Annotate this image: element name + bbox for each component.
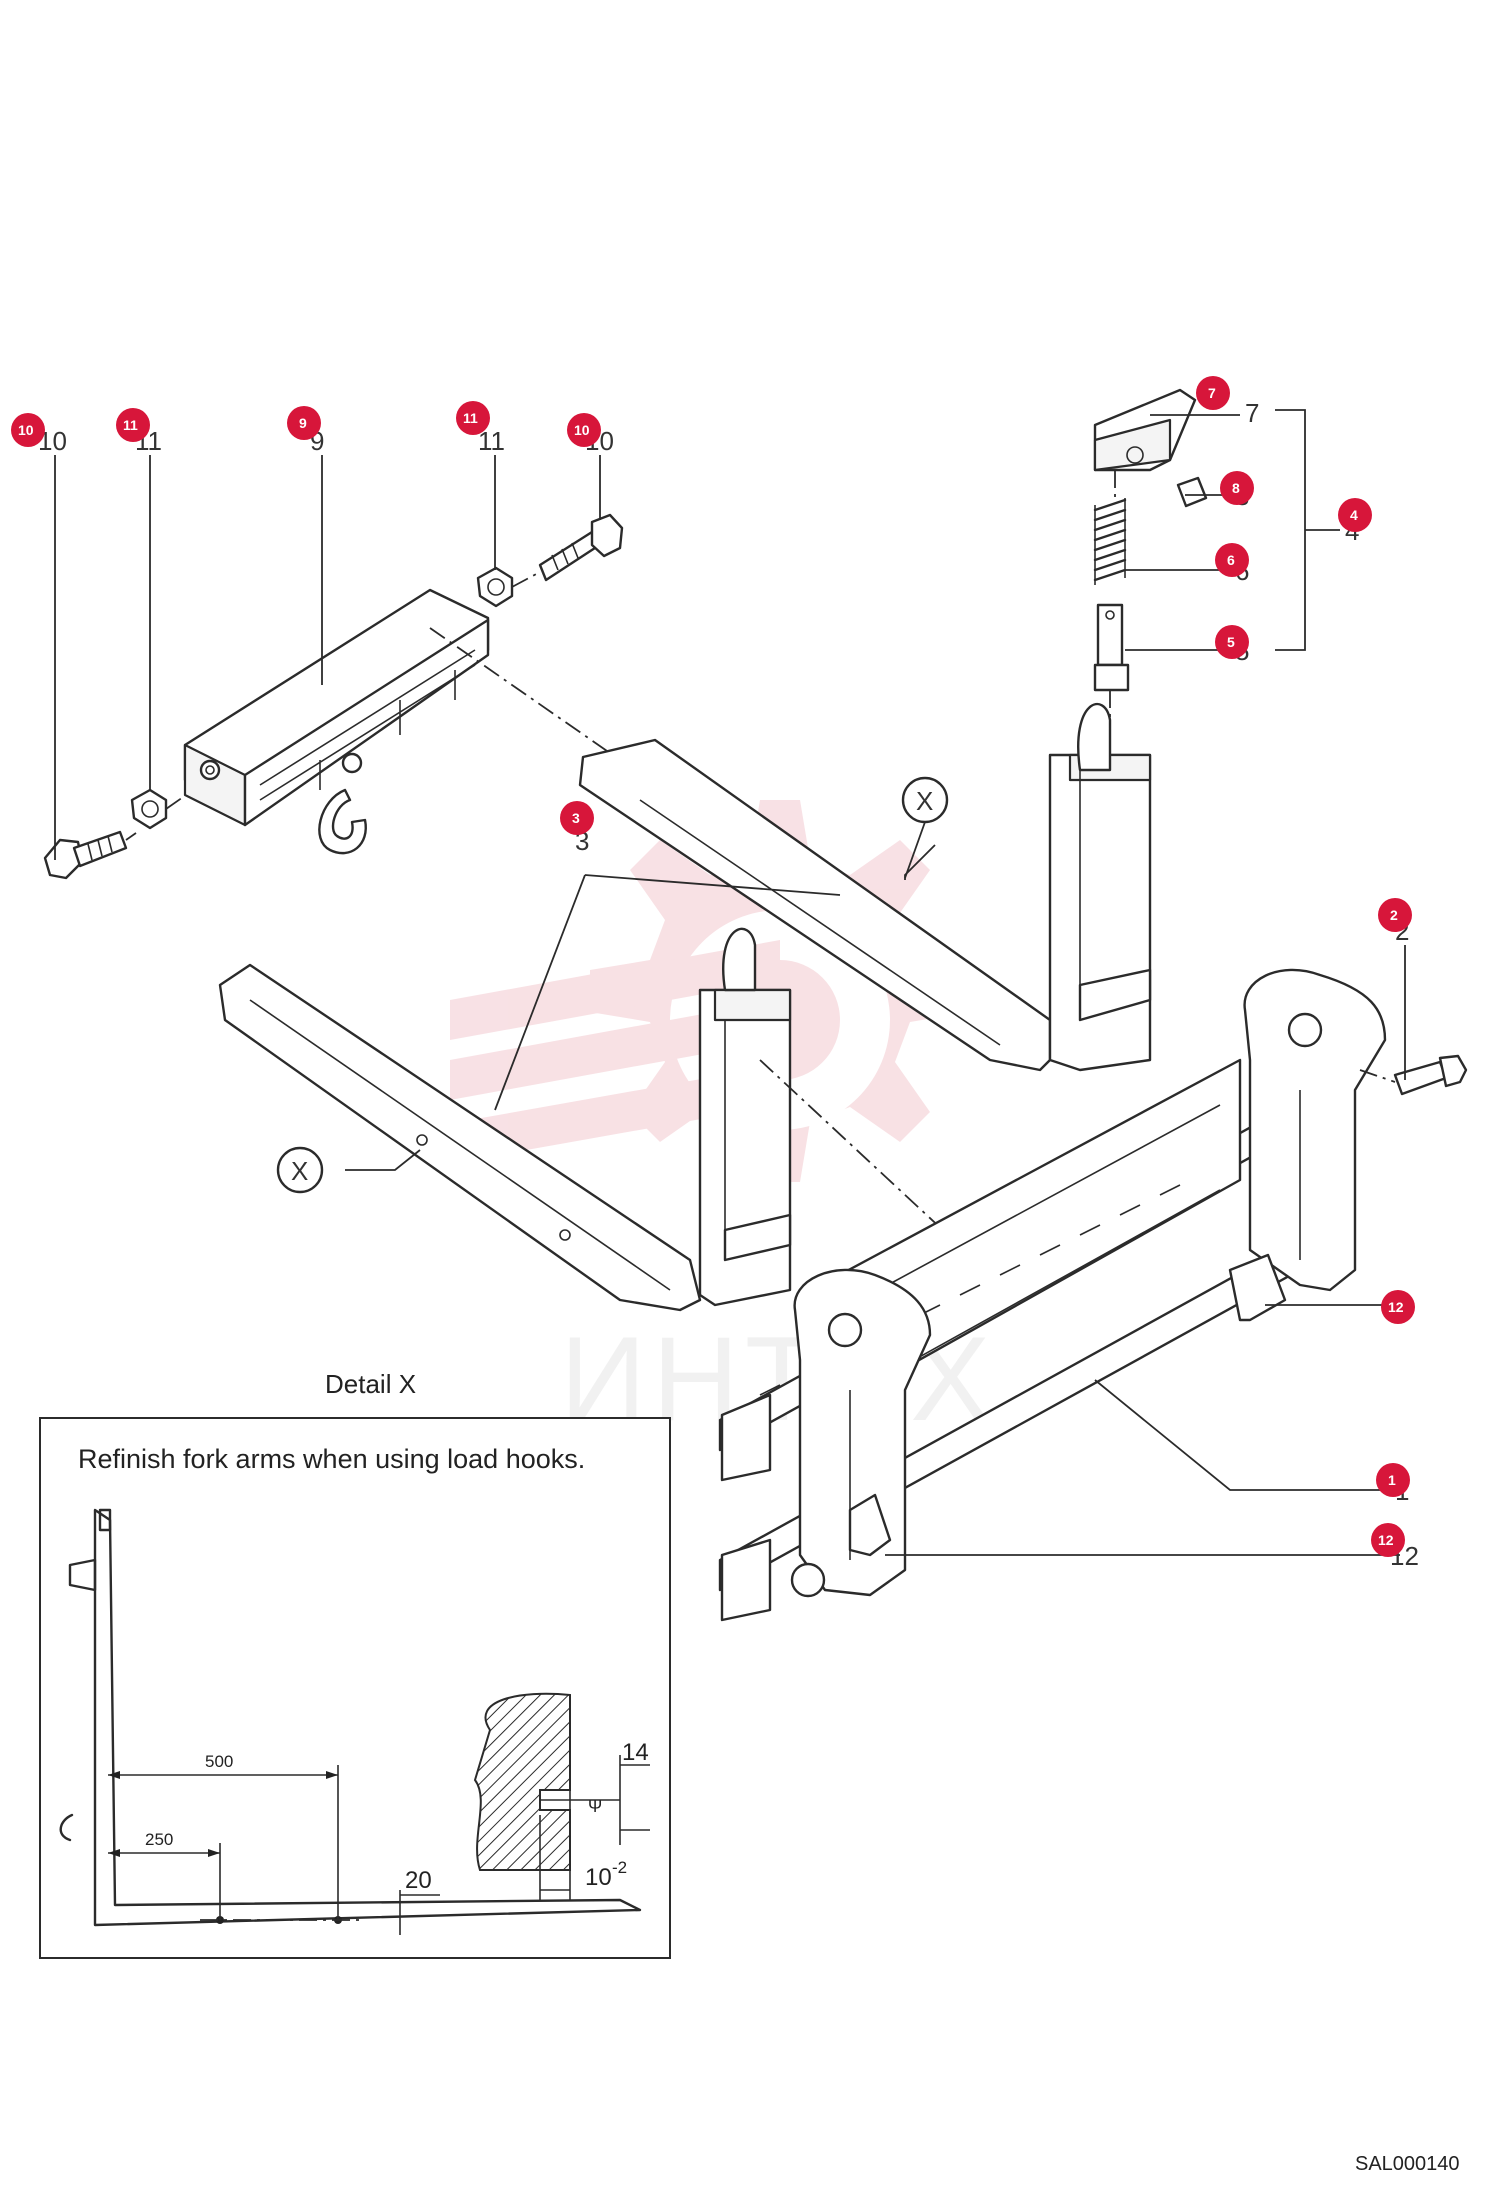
callout-9[interactable]: 9 bbox=[287, 406, 321, 440]
carriage-frame bbox=[718, 968, 1468, 1622]
dim-surface: Ψ bbox=[588, 1797, 602, 1816]
svg-text:11: 11 bbox=[463, 410, 478, 426]
svg-text:9: 9 bbox=[299, 415, 307, 431]
dim-10: 10 bbox=[585, 1864, 612, 1891]
detail-frame bbox=[39, 1417, 671, 1959]
callouts: 10 11 9 11 10 7 8 6 5 4 3 2 12 1 12 bbox=[11, 376, 1415, 1557]
svg-text:8: 8 bbox=[1232, 480, 1240, 496]
callout-3[interactable]: 3 bbox=[560, 801, 594, 835]
spring bbox=[1093, 498, 1127, 585]
callout-6[interactable]: 6 bbox=[1215, 543, 1249, 577]
bolt-right bbox=[538, 513, 624, 582]
bolt-left bbox=[43, 830, 128, 880]
fork-arm-lower bbox=[218, 927, 792, 1312]
dim-10-tolerance: -2 bbox=[612, 1858, 627, 1877]
svg-text:10: 10 bbox=[574, 422, 590, 438]
callout-12-lower[interactable]: 12 bbox=[1371, 1523, 1405, 1557]
callout-8[interactable]: 8 bbox=[1220, 471, 1254, 505]
svg-text:6: 6 bbox=[1227, 552, 1235, 568]
nut-left bbox=[130, 788, 168, 830]
detail-marker-upper-label: X bbox=[916, 786, 933, 816]
svg-text:7: 7 bbox=[1208, 385, 1216, 401]
svg-text:11: 11 bbox=[123, 417, 138, 433]
svg-text:3: 3 bbox=[572, 810, 580, 826]
part-number-7: 7 bbox=[1245, 398, 1259, 428]
detail-marker-upper: X bbox=[901, 776, 949, 879]
detail-marker-lower-label: X bbox=[291, 1156, 308, 1186]
callout-1[interactable]: 1 bbox=[1376, 1463, 1410, 1497]
svg-text:2: 2 bbox=[1390, 907, 1398, 923]
callout-10-left[interactable]: 10 bbox=[11, 413, 45, 447]
callout-11-right[interactable]: 11 bbox=[456, 401, 490, 435]
dim-14: 14 bbox=[622, 1739, 649, 1766]
section-hatch bbox=[473, 1692, 571, 1871]
document-code: SAL000140 bbox=[1355, 2153, 1460, 2175]
svg-text:5: 5 bbox=[1227, 634, 1235, 650]
callout-5[interactable]: 5 bbox=[1215, 625, 1249, 659]
nut-right bbox=[476, 566, 514, 608]
leader-lines bbox=[54, 409, 1406, 1556]
dim-20: 20 bbox=[405, 1867, 432, 1894]
detail-marker-lower: X bbox=[276, 1146, 324, 1194]
fork-arm-upper bbox=[578, 702, 1152, 1072]
detail-note: Refinish fork arms when using load hooks… bbox=[78, 1444, 585, 1474]
detail-title: Detail X bbox=[325, 1369, 416, 1399]
svg-text:12: 12 bbox=[1388, 1299, 1404, 1315]
callout-10-right[interactable]: 10 bbox=[567, 413, 601, 447]
dim-500: 500 bbox=[205, 1752, 233, 1771]
callout-11-left[interactable]: 11 bbox=[116, 408, 150, 442]
callout-2[interactable]: 2 bbox=[1378, 898, 1412, 932]
svg-text:10: 10 bbox=[18, 422, 34, 438]
load-hook-assembly bbox=[43, 513, 624, 880]
svg-text:12: 12 bbox=[1378, 1532, 1394, 1548]
svg-text:1: 1 bbox=[1388, 1472, 1396, 1488]
detail-x-panel: Detail X Refinish fork arms when using l… bbox=[39, 1369, 671, 1959]
svg-text:4: 4 bbox=[1350, 507, 1358, 523]
locking-pin-assembly bbox=[1093, 388, 1208, 725]
callout-4[interactable]: 4 bbox=[1338, 498, 1372, 532]
callout-12-upper[interactable]: 12 bbox=[1381, 1290, 1415, 1324]
dim-250: 250 bbox=[145, 1830, 173, 1849]
callout-7[interactable]: 7 bbox=[1196, 376, 1230, 410]
